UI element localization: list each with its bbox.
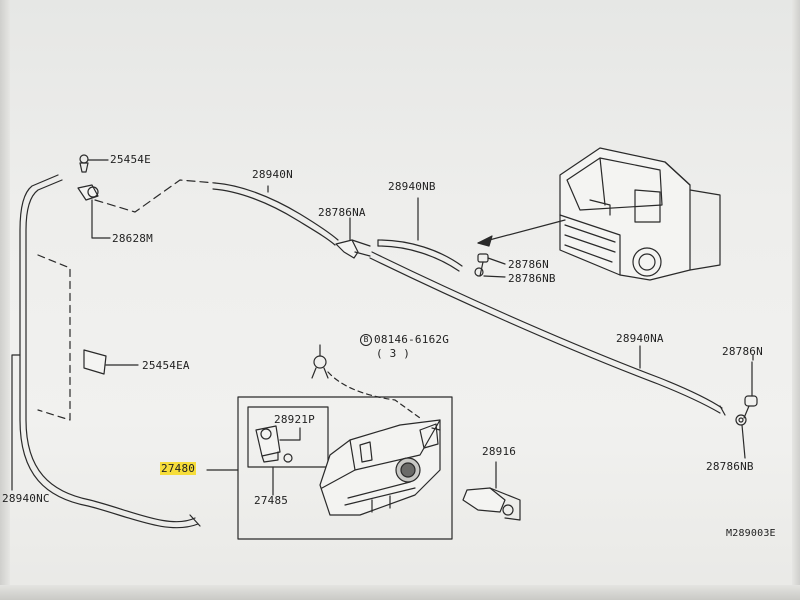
leader-arrow [477, 219, 566, 244]
hose-28940NA [369, 251, 726, 416]
label-27480-highlighted: 27480 [160, 462, 197, 475]
label-28940NC: 28940NC [2, 492, 50, 505]
nozzle-28786N-cab [474, 253, 506, 278]
label-08146-qty: ( 3 ) [376, 347, 411, 360]
label-28921P: 28921P [274, 413, 315, 426]
leader-28940NC [11, 354, 21, 491]
label-28786NA: 28786NA [318, 206, 366, 219]
hose-28940NC [19, 174, 201, 529]
nozzle-28916-drawing [462, 461, 521, 521]
label-08146-6162G: 08146-6162G [374, 333, 450, 346]
clip-25454EA [83, 349, 139, 375]
washer-tank-drawing [319, 419, 441, 516]
bolt-symbol-icon: B [360, 334, 372, 346]
label-25454EA: 25454EA [142, 359, 190, 372]
nozzle-28786N-right [735, 361, 758, 459]
monitor-bezel-bottom [0, 585, 800, 600]
label-28940NA: 28940NA [616, 332, 664, 345]
hose-route-dashed [94, 179, 216, 213]
label-28940NB: 28940NB [388, 180, 436, 193]
connector-28786NA [335, 239, 371, 259]
label-28786NB-cab: 28786NB [508, 272, 556, 285]
truck-cab-drawing [559, 147, 721, 281]
monitor-bezel-right [792, 0, 800, 600]
label-25454E: 25454E [110, 153, 151, 166]
hose-28940NB [377, 239, 463, 272]
hose-28940N [212, 182, 339, 246]
clip-25454E [79, 154, 109, 173]
label-27485: 27485 [254, 494, 289, 507]
label-28628M: 28628M [112, 232, 153, 245]
monitor-bezel-left [0, 0, 10, 600]
label-28786NB-right: 28786NB [706, 460, 754, 473]
pump-inset-box [247, 406, 329, 468]
label-28786N-cab: 28786N [508, 258, 549, 271]
tank-assembly-box [237, 396, 453, 540]
valve-28628M [77, 184, 111, 239]
tank-outline-dashed [37, 254, 71, 421]
washer-pump-drawing [255, 425, 301, 463]
label-28940N: 28940N [252, 168, 293, 181]
diagram-code: M289003E [726, 528, 776, 539]
bolt-drawing [311, 344, 421, 419]
label-28786N-right: 28786N [722, 345, 763, 358]
label-28916: 28916 [482, 445, 517, 458]
arrow-head [477, 235, 493, 247]
